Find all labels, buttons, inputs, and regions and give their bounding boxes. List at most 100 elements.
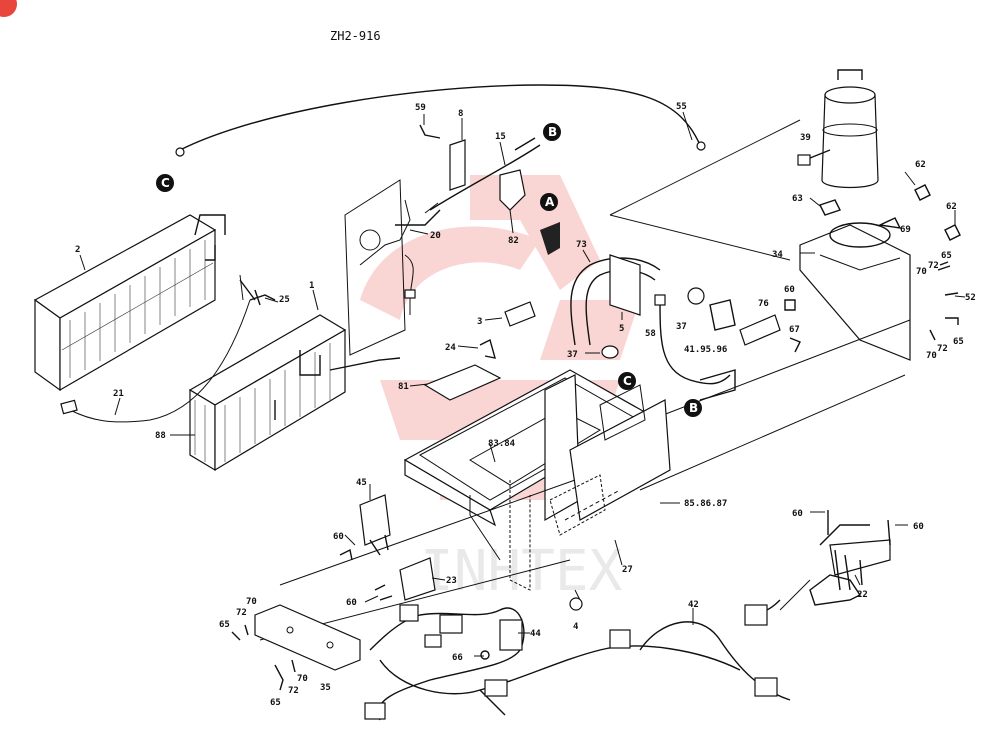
pipe-15 [429,144,541,211]
callout-a: A [540,193,558,211]
svg-text:A: A [545,195,555,209]
label-65a: 65 [941,251,952,261]
label-23: 23 [446,576,457,586]
bracket-frame-20 [344,179,406,356]
label-72a: 72 [928,261,939,271]
label-67: 67 [789,325,800,335]
wiring-harness [364,604,791,721]
clip-82 [499,169,526,211]
label-24: 24 [445,343,456,353]
label-69: 69 [900,225,911,235]
callout-c-top: C [156,174,174,192]
label-88: 88 [155,431,166,441]
bracket-8 [449,139,466,191]
connector-21 [60,399,78,415]
bracket-35 [254,604,361,671]
cable-55-end-left [175,147,185,157]
washer-4 [569,597,583,611]
corner-badge [0,0,17,17]
label-37a: 37 [676,322,687,332]
bracket-23 [399,557,436,601]
pipe-58 [659,299,731,385]
svg-text:B: B [689,401,698,415]
label-82: 82 [508,236,519,246]
case-tray-27 [403,369,671,591]
sensor-wire-21 [69,299,251,423]
label-60d: 60 [792,509,803,519]
hose-73 [570,257,661,346]
cap-37-lower [601,345,619,359]
cap-37-upper [687,287,705,305]
label-3: 3 [477,317,482,327]
label-27: 27 [622,565,633,575]
label-42: 42 [688,600,699,610]
svg-text:B: B [548,125,557,139]
label-leaders [79,111,966,657]
svg-text:C: C [161,176,170,190]
label-34: 34 [772,250,783,260]
callout-b-top: B [543,123,561,141]
label-73: 73 [576,240,587,250]
label-2: 2 [75,245,80,255]
clip-25 [239,279,276,306]
block-3 [504,301,536,327]
label-72c: 72 [236,608,247,618]
label-62a: 62 [915,160,926,170]
label-60e: 60 [913,522,924,532]
label-35: 35 [320,683,331,693]
clamp-ring [829,222,891,248]
label-65c: 65 [219,620,230,630]
cable-55-end-right [696,141,706,151]
bracket-34 [799,224,911,361]
part-labels: 1 2 3 4 5 8 15 20 21 22 23 24 25 27 34 3… [75,102,976,708]
blower-resistor-22 [744,510,891,626]
watermark-text: INHTEX [420,539,623,604]
label-45: 45 [356,478,367,488]
receiver-drier-39 [797,69,879,189]
label-37b: 37 [567,350,578,360]
label-22: 22 [857,590,868,600]
label-62b: 62 [946,202,957,212]
label-63: 63 [792,194,803,204]
callout-b-mid: B [684,399,702,417]
label-59: 59 [415,103,426,113]
label-70d: 70 [297,674,308,684]
label-8: 8 [458,109,463,119]
label-5: 5 [619,324,624,334]
cable-55 [179,84,701,151]
bolt-59 [419,124,441,139]
svg-text:C: C [623,374,632,388]
label-65b: 65 [953,337,964,347]
capillary-coil [359,229,381,251]
label-85: 85.86.87 [684,499,727,509]
label-39: 39 [800,133,811,143]
heater-core-2 [33,214,226,392]
arrow-a-marker [540,222,560,255]
evaporator-88 [188,314,401,472]
bolt-cluster-right [819,184,961,341]
clip-24 [479,338,496,359]
diagram-title: ZH2-916 [330,29,381,43]
label-76: 76 [758,299,769,309]
label-60a: 60 [784,285,795,295]
label-4: 4 [573,622,579,632]
screw-60-mid [784,299,796,311]
label-70a: 70 [916,267,927,277]
label-21: 21 [113,389,124,399]
label-44: 44 [530,629,541,639]
frame-rod-upper [609,119,801,261]
label-70b: 70 [926,351,937,361]
label-25: 25 [279,295,290,305]
relay-45 [359,494,391,546]
label-58: 58 [645,329,656,339]
label-60b: 60 [333,532,344,542]
screw-67 [789,337,801,353]
label-83: 83.84 [488,439,516,449]
label-1: 1 [309,281,314,291]
label-72b: 72 [937,344,948,354]
frame-rod-lower [639,319,911,491]
callout-c-mid: C [618,372,636,390]
label-41: 41.95.96 [684,345,727,355]
label-70c: 70 [246,597,257,607]
